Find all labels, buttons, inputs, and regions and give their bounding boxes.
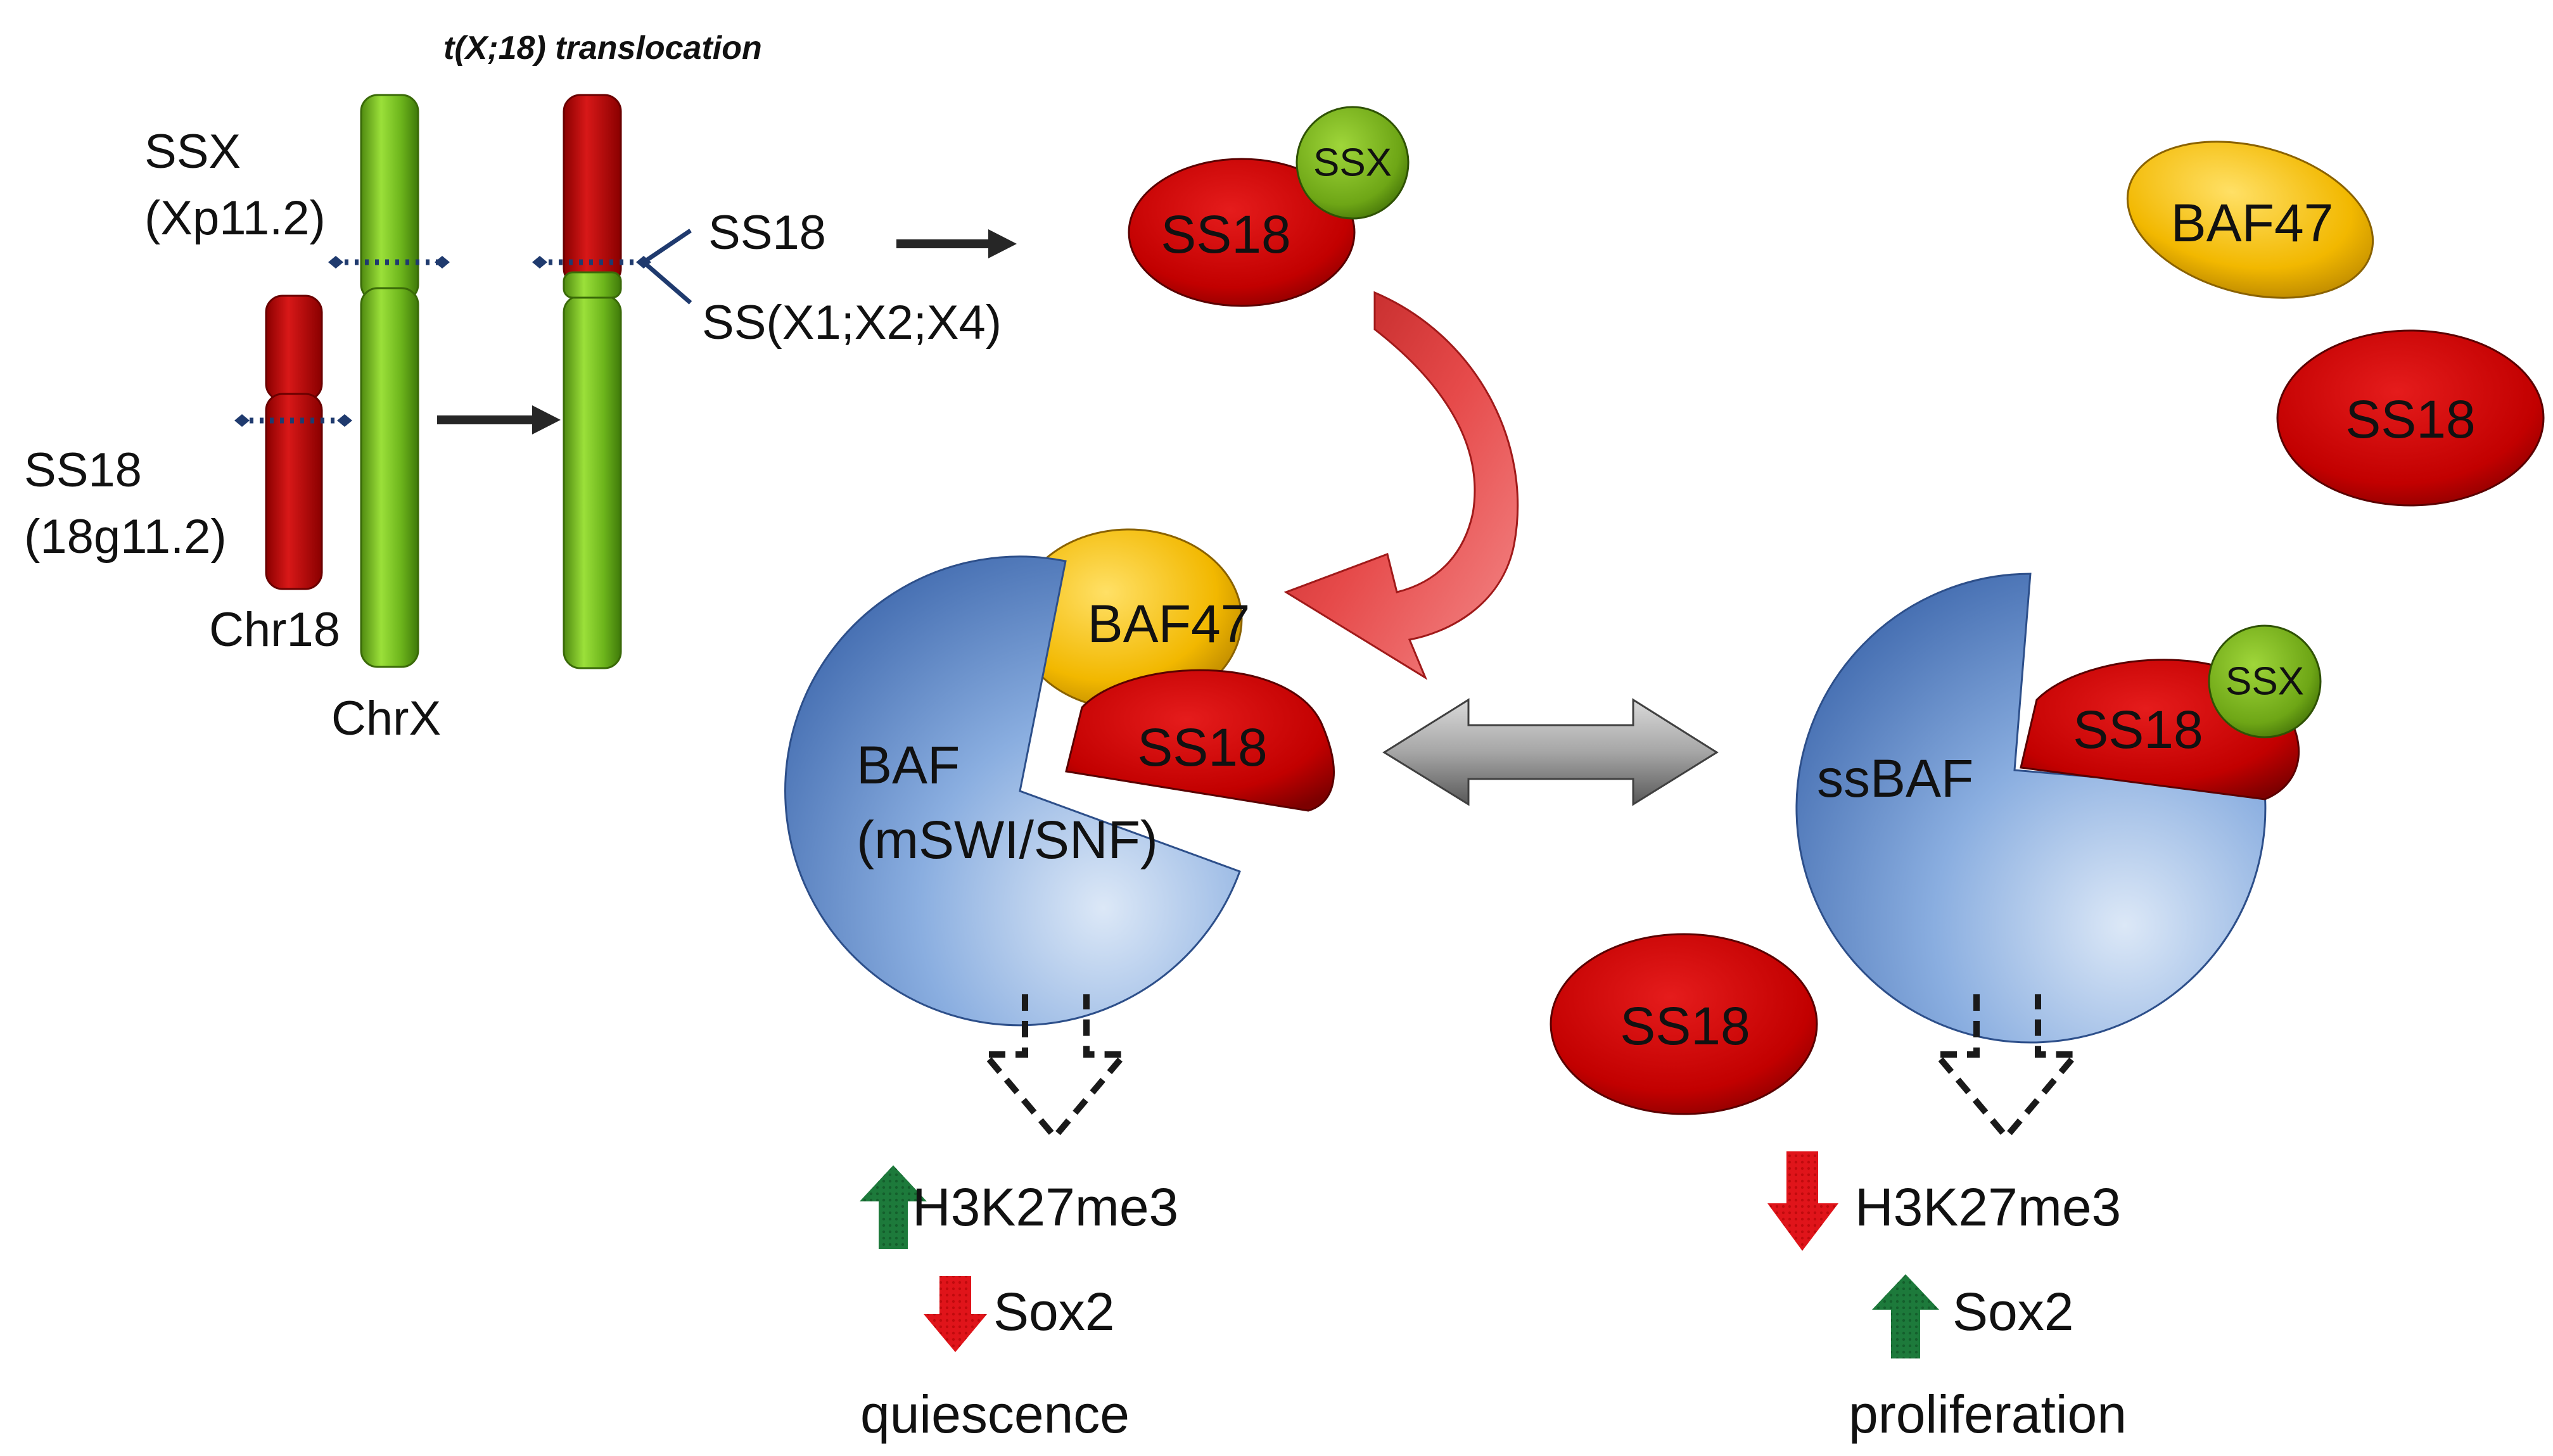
translocation-title: t(X;18) translocation bbox=[443, 30, 762, 66]
arrow-up-icon bbox=[860, 1165, 927, 1249]
arrow-up-icon bbox=[1872, 1274, 1939, 1358]
breakpoint-ss18-label: SS18 bbox=[708, 206, 826, 260]
derivative-chromosome bbox=[563, 94, 622, 669]
baf-subname-label: (mSWI/SNF) bbox=[856, 810, 1158, 870]
ss18-locus-label: (18g11.2) bbox=[24, 510, 227, 564]
baf-complex bbox=[784, 555, 1241, 1027]
right-state-label: proliferation bbox=[1849, 1384, 2127, 1444]
baf-baf47-label: BAF47 bbox=[1088, 594, 1251, 654]
fusion-arrow-icon bbox=[896, 229, 1017, 258]
ssbaf-complex bbox=[1795, 573, 2267, 1044]
baf-ss18-subunit bbox=[1065, 669, 1335, 812]
free-ss18-bottom-label: SS18 bbox=[1620, 996, 1750, 1056]
left-gene-label: Sox2 bbox=[993, 1282, 1114, 1341]
right-mark-label: H3K27me3 bbox=[1855, 1177, 2121, 1237]
ssbaf-name-label: ssBAF bbox=[1817, 749, 1973, 808]
ssbaf-output-arrow-icon bbox=[1930, 994, 2083, 1142]
chrx-chromosome bbox=[360, 94, 419, 668]
derivative-breakpoint-line bbox=[532, 229, 692, 305]
chrx-breakpoint-line bbox=[328, 256, 450, 269]
left-state-label: quiescence bbox=[860, 1384, 1130, 1444]
free-ss18-top-protein bbox=[2276, 329, 2545, 507]
curved-arrow-icon bbox=[1283, 291, 1519, 680]
baf-name-label: BAF bbox=[856, 735, 960, 795]
ssbaf-ssx-subunit bbox=[2208, 624, 2322, 738]
ss18-gene-label: SS18 bbox=[24, 443, 142, 497]
free-ss18-bottom-protein bbox=[1550, 933, 1818, 1115]
translocation-arrow-icon bbox=[437, 405, 561, 434]
ssx-gene-label: SSX bbox=[144, 125, 241, 179]
double-arrow-icon bbox=[1382, 698, 1719, 806]
fusion-ss18-label: SS18 bbox=[1161, 205, 1291, 264]
left-mark-label: H3K27me3 bbox=[912, 1177, 1178, 1237]
arrow-down-icon bbox=[924, 1276, 987, 1352]
chr18-breakpoint-line bbox=[234, 414, 352, 427]
ssx-locus-label: (Xp11.2) bbox=[144, 191, 326, 245]
ssbaf-ss18-label: SS18 bbox=[2073, 700, 2203, 759]
fusion-ssx-label: SSX bbox=[1313, 141, 1392, 185]
chr18-chromosome bbox=[265, 294, 323, 590]
chrx-label: ChrX bbox=[331, 692, 441, 745]
free-baf47-protein bbox=[2126, 141, 2374, 299]
free-ss18-top-label: SS18 bbox=[2345, 389, 2476, 449]
right-gene-label: Sox2 bbox=[1952, 1282, 2073, 1341]
ssbaf-ssx-label: SSX bbox=[2225, 660, 2304, 704]
fusion-protein bbox=[1128, 106, 1410, 307]
baf-output-arrow-icon bbox=[978, 994, 1131, 1142]
free-baf47-label: BAF47 bbox=[2171, 193, 2334, 253]
arrow-down-icon bbox=[1767, 1151, 1838, 1251]
baf-ss18-label: SS18 bbox=[1137, 718, 1268, 777]
chr18-label: Chr18 bbox=[209, 603, 340, 657]
breakpoint-ssx-label: SS(X1;X2;X4) bbox=[702, 296, 1002, 350]
